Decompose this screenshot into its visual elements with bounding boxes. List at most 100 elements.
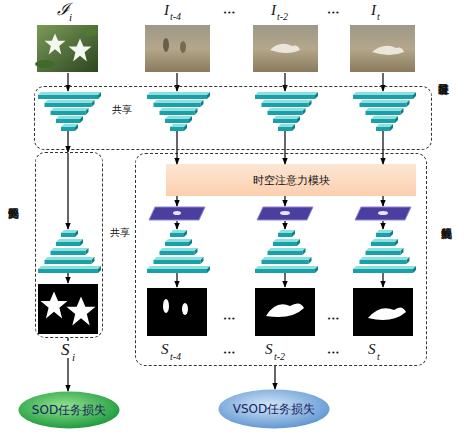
flow-arrow	[67, 273, 68, 283]
flow-line	[284, 131, 285, 150]
video-frame	[350, 25, 415, 72]
group-box: 视频解码分支时空注意力模块	[135, 153, 427, 366]
flow-connector	[67, 150, 68, 152]
flow-connector	[274, 366, 275, 389]
plate-blob	[173, 211, 181, 215]
symbol-label: S	[61, 341, 70, 358]
text-label: •••	[223, 316, 235, 323]
decoder-pyramid	[147, 230, 210, 273]
flow-connector	[382, 150, 383, 164]
symbol-label: ℐ	[57, 1, 70, 18]
text-label: •••	[327, 350, 339, 357]
symbol-label: t-2	[274, 352, 285, 362]
encoder-pyramid	[353, 92, 416, 131]
flow-arrow	[382, 195, 383, 206]
flow-connector	[176, 150, 177, 164]
mask-region	[182, 303, 188, 315]
mask-background	[147, 288, 207, 336]
loss-ellipse: VSOD任务损失	[218, 389, 330, 429]
node-label: VSOD任务损失	[218, 389, 330, 429]
flow-arrow	[382, 273, 383, 287]
mask-region	[41, 292, 68, 319]
mask-region	[266, 303, 304, 317]
plate	[355, 207, 411, 220]
frame-background	[253, 25, 318, 72]
encoder-pyramid	[38, 92, 101, 131]
ellipse-shape	[219, 390, 330, 429]
flow-arrow	[284, 73, 285, 91]
flow-arrow	[176, 273, 177, 287]
decoder-pyramid	[38, 230, 101, 273]
symbol-label: I	[371, 3, 376, 18]
mask-region	[67, 297, 96, 326]
symbol-label: t-4	[170, 12, 181, 22]
symbol-label: t	[377, 12, 380, 22]
flow-arrow	[176, 73, 177, 91]
flow-line	[67, 131, 68, 150]
text-label: •••	[327, 316, 339, 323]
feature-plate	[257, 207, 313, 220]
module-box: 时空注意力模块	[166, 164, 416, 196]
plate	[149, 207, 205, 220]
flow-arrow	[284, 195, 285, 206]
frame-background	[145, 25, 210, 72]
symbol-label: i	[69, 12, 72, 23]
leaf	[35, 60, 55, 68]
text-label: •••	[327, 10, 339, 17]
decoder-pyramid	[353, 230, 416, 273]
mask-background	[353, 288, 413, 336]
loss-ellipse: SOD任务损失	[18, 391, 120, 429]
encoder-pyramid	[147, 92, 210, 131]
flow-arrow	[284, 221, 285, 229]
symbol-label: t-4	[170, 352, 181, 362]
node-label: SOD任务损失	[18, 391, 120, 429]
symbol-label: S	[265, 342, 273, 357]
flow-arrow	[176, 195, 177, 206]
leaf	[82, 28, 98, 36]
group-box: 图像解码分支	[35, 152, 103, 338]
animal	[372, 46, 404, 55]
animal	[180, 41, 186, 53]
video-frame	[253, 25, 318, 72]
video-frame	[145, 25, 210, 72]
saliency-mask	[147, 288, 207, 336]
symbol-label: i	[72, 352, 75, 363]
frame-background	[350, 25, 415, 72]
saliency-mask	[353, 288, 413, 336]
feature-plate	[149, 207, 205, 220]
flow-arrow	[284, 273, 285, 287]
flow-arrow	[382, 73, 383, 91]
decoder-pyramid	[255, 230, 318, 273]
text-label: •••	[223, 350, 235, 357]
feature-plate	[355, 207, 411, 220]
animal	[163, 38, 169, 52]
group-box: 显著特征提取共享	[34, 86, 432, 150]
symbol-label: S	[368, 342, 376, 357]
text-label: •••	[223, 10, 235, 17]
saliency-mask	[38, 284, 98, 334]
plate-blob	[378, 211, 388, 215]
animal	[270, 44, 300, 53]
flow-connector	[67, 338, 68, 391]
plate-blob	[280, 211, 290, 215]
input-image	[35, 25, 98, 72]
symbol-label: I	[164, 3, 169, 18]
node-label: 共享	[112, 105, 132, 115]
flow-line	[176, 131, 177, 150]
text-label: 共享	[110, 228, 130, 238]
node-label: 时空注意力模块	[166, 164, 416, 196]
encoder-pyramid	[255, 92, 318, 131]
symbol-label: I	[271, 3, 276, 18]
symbol-label: S	[161, 342, 169, 357]
plate	[257, 207, 313, 220]
flow-arrow	[382, 221, 383, 229]
flow-arrow	[67, 73, 68, 91]
mask-region	[163, 299, 169, 313]
mask-background	[38, 284, 98, 334]
flower	[69, 39, 92, 62]
flow-arrow	[67, 153, 68, 229]
